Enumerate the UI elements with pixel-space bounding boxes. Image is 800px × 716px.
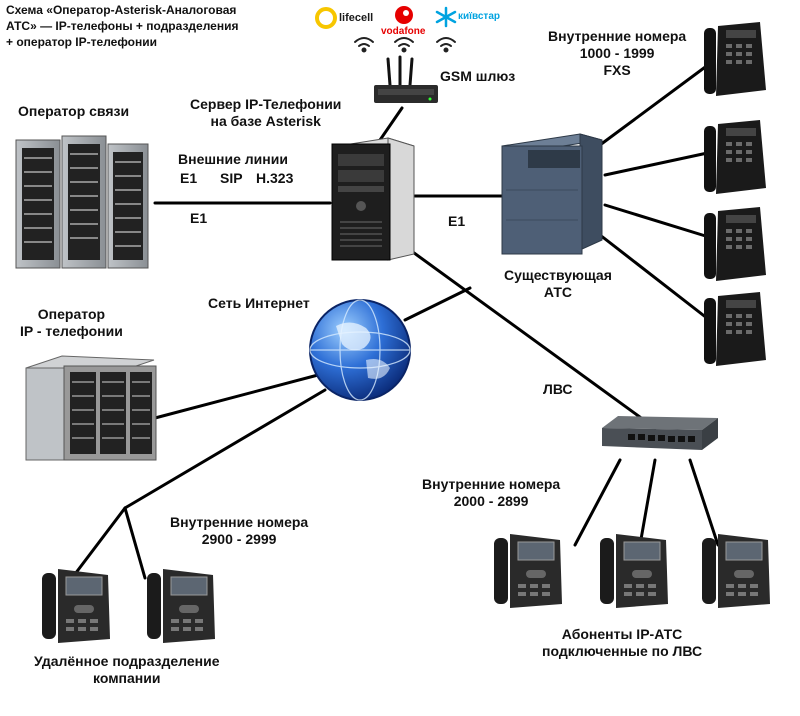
internal-lan-label-line2: 2000 - 2899 (453, 493, 529, 509)
internal-remote-label-line2: 2900 - 2999 (201, 531, 277, 547)
line-pbx-phone3 (603, 203, 714, 240)
ip-phone-icon (494, 534, 562, 608)
mobile-operator-logos: lifecell vodafone київстар (312, 4, 522, 56)
asterisk-server-label-line1: Сервер IP-Телефонии (190, 96, 342, 112)
internal-lan-label-line1: Внутренние номера (422, 476, 561, 492)
remote-office-label: Удалённое подразделение компании (34, 653, 220, 687)
network-switch-icon (602, 416, 718, 450)
line-remote-phone2 (123, 506, 147, 580)
asterisk-server-label-line2: на базе Asterisk (210, 113, 321, 129)
kyivstar-logo-text: київстар (458, 11, 500, 22)
kyivstar-logo-icon (435, 6, 457, 28)
internal-remote-label: Внутренние номера 2900 - 2999 (170, 514, 308, 548)
internal-fxs-label: Внутренние номера 1000 - 1999 FXS (548, 28, 686, 79)
line-globe-ipoperator (153, 373, 320, 420)
gsm-gateway-icon (374, 55, 438, 103)
ip-operator-label-line2: IP - телефонии (20, 323, 123, 339)
gsm-gateway-label: GSM шлюз (440, 68, 516, 84)
analog-phone-icon (704, 207, 766, 281)
internal-lan-label: Внутренние номера 2000 - 2899 (422, 476, 560, 510)
line-switch-lanphone2 (638, 458, 657, 547)
internal-fxs-label-line1: Внутренние номера (548, 28, 687, 44)
ip-phone-icon (702, 534, 770, 608)
existing-pbx-label: Существующая АТС (504, 267, 612, 301)
caption-line-2: АТС» — IP-телефоны + подразделения (6, 19, 239, 33)
subscribers-label-line2: подключенные по ЛВС (542, 643, 703, 659)
ip-phone-icon (147, 569, 215, 643)
subscribers-label: Абоненты IP-АТС подключенные по ЛВС (542, 626, 702, 660)
subscribers-label-line1: Абоненты IP-АТС (561, 626, 683, 642)
lifecell-logo-icon (315, 7, 337, 29)
internal-fxs-label-line3: FXS (603, 62, 631, 78)
analog-phone-icon (704, 22, 766, 96)
external-lines-label: Внешние линии (178, 151, 288, 167)
signal-icons (354, 37, 456, 53)
line-lan-globe (403, 286, 472, 322)
analog-phone-icon (704, 292, 766, 366)
operator-server-rack-icon (15, 135, 149, 269)
caption-line-3: + оператор IP-телефонии (6, 35, 158, 49)
line-remote-phone1 (70, 506, 127, 580)
vodafone-logo-text: vodafone (381, 26, 426, 37)
internal-fxs-label-line2: 1000 - 1999 (579, 45, 655, 61)
remote-office-label-line2: компании (93, 670, 161, 686)
external-sip-label: SIP (220, 170, 243, 186)
analog-phone-icon (704, 120, 766, 194)
line-server-switch (408, 248, 657, 430)
line-switch-lanphone1 (573, 458, 622, 547)
operator-label: Оператор связи (18, 103, 130, 119)
internet-globe-icon (309, 299, 411, 401)
line-pbx-phone2 (603, 150, 714, 177)
ip-phone-icon (600, 534, 668, 608)
e1-left-label: E1 (190, 210, 208, 226)
remote-office-label-line1: Удалённое подразделение (34, 653, 220, 669)
line-pbx-phone4 (598, 233, 714, 324)
external-e1-label: E1 (180, 170, 198, 186)
ip-operator-label-line1: Оператор (37, 306, 106, 322)
operator-logo-icons (315, 6, 457, 53)
caption-line-1: Схема «Оператор-Asterisk-Аналоговая (6, 3, 237, 17)
existing-pbx-label-line2: АТС (543, 284, 572, 300)
asterisk-server-tower-icon (331, 137, 415, 261)
external-h323-label: H.323 (256, 170, 294, 186)
existing-pbx-label-line1: Существующая (504, 267, 612, 283)
ip-operator-label: Оператор IP - телефонии (20, 306, 123, 340)
internet-label: Сеть Интернет (208, 295, 310, 311)
e1-right-label: E1 (448, 213, 466, 229)
line-globe-remote (123, 388, 327, 510)
lifecell-logo-text: lifecell (339, 12, 374, 24)
line-pbx-phone1 (598, 60, 714, 147)
ip-phone-icon (42, 569, 110, 643)
lan-label: ЛВС (543, 381, 573, 397)
asterisk-server-label: Сервер IP-Телефонии на базе Asterisk (190, 96, 341, 130)
line-switch-lanphone3 (688, 458, 720, 547)
diagram-caption: Схема «Оператор-Asterisk-Аналоговая АТС»… (6, 2, 238, 50)
existing-pbx-icon (501, 133, 603, 255)
internal-remote-label-line1: Внутренние номера (170, 514, 309, 530)
ip-operator-server-rack-icon (25, 355, 157, 461)
line-server-gsm (378, 106, 404, 142)
